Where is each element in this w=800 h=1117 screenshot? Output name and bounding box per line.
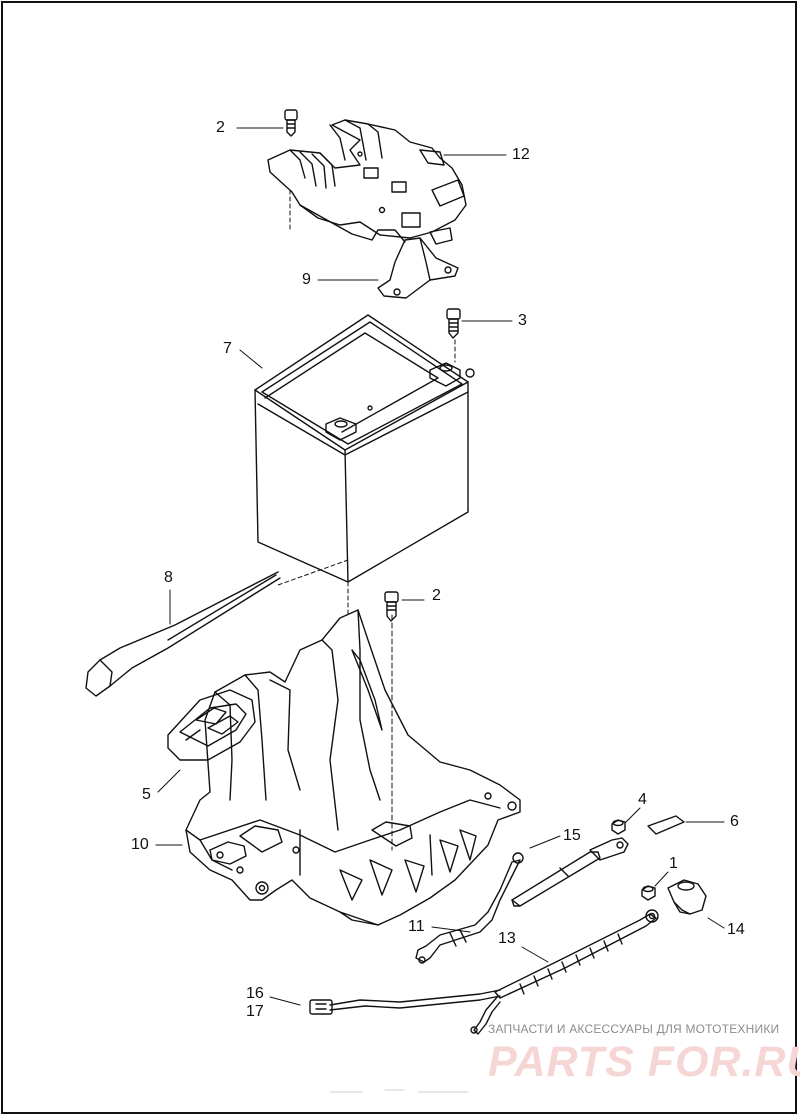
callout-15: 15 [563, 827, 581, 844]
screw-3 [446, 308, 461, 339]
strap-8 [85, 571, 281, 697]
bottom-print-marks [329, 1089, 469, 1093]
callout-5: 5 [142, 786, 151, 803]
callout-6: 6 [730, 813, 739, 830]
screw-2-lower [384, 591, 399, 622]
terminal-boot-14 [667, 879, 707, 915]
callout-17: 17 [246, 1003, 264, 1020]
nut-1 [641, 885, 656, 901]
callout-2-lower: 2 [432, 587, 441, 604]
label-6 [647, 815, 685, 835]
battery-tray-10 [185, 609, 521, 926]
watermark-tagline: ЗАПЧАСТИ И АКСЕССУАРЫ ДЛЯ МОТОТЕХНИКИ [488, 1022, 780, 1036]
positive-cable-13 [329, 909, 659, 1035]
connector-16-17 [309, 999, 333, 1015]
ground-cable-11 [415, 852, 524, 964]
callout-2-top: 2 [216, 119, 225, 136]
cable-15 [511, 837, 629, 907]
callout-3: 3 [518, 312, 527, 329]
callout-16: 16 [246, 985, 264, 1002]
nut-4 [611, 819, 626, 835]
callout-4: 4 [638, 791, 647, 808]
callout-1: 1 [669, 855, 678, 872]
callout-9: 9 [302, 271, 311, 288]
support-plate-9 [377, 237, 459, 299]
callout-12: 12 [512, 146, 530, 163]
leader-lines [155, 127, 725, 1006]
watermark-logo: PARTS FOR.RU [488, 1038, 800, 1086]
holder-5 [167, 689, 256, 761]
callout-11: 11 [408, 918, 425, 935]
screw-2-top [284, 109, 298, 137]
upper-bracket-12 [267, 119, 467, 245]
callout-13: 13 [498, 930, 516, 947]
callout-14: 14 [727, 921, 745, 938]
battery-7 [254, 314, 475, 583]
callout-10: 10 [131, 836, 149, 853]
callout-8: 8 [164, 569, 173, 586]
callout-7: 7 [223, 340, 232, 357]
